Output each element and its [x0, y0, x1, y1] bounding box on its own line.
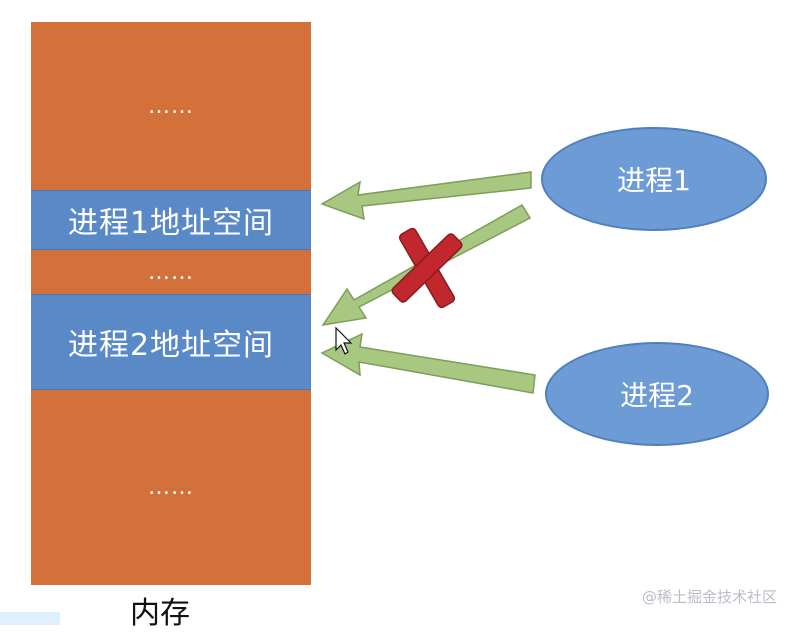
segment-label: …… — [148, 259, 194, 285]
process-label: 进程1 — [617, 164, 691, 197]
memory-segment-other-middle: …… — [31, 250, 311, 294]
memory-segment-process1: 进程1地址空间 — [31, 190, 311, 250]
segment-label: …… — [148, 475, 194, 500]
memory-segment-process2: 进程2地址空间 — [31, 294, 311, 390]
segment-label: 进程1地址空间 — [67, 206, 275, 241]
memory-segment-other-top: …… — [31, 22, 311, 190]
process-2-ellipse: 进程2 — [545, 342, 769, 446]
arrow-process1-to-space1 — [320, 171, 532, 221]
process-1-ellipse: 进程1 — [541, 127, 767, 231]
deny-x-icon — [391, 227, 463, 309]
corner-highlight — [0, 612, 60, 625]
watermark: @稀土掘金技术社区 — [641, 588, 777, 606]
mouse-cursor-icon — [335, 326, 353, 355]
process-label: 进程2 — [620, 379, 694, 412]
segment-label: 进程2地址空间 — [67, 328, 275, 363]
memory-segment-other-bottom: …… — [31, 390, 311, 585]
arrow-process2-to-space2 — [320, 332, 536, 394]
memory-column: …… 进程1地址空间 …… 进程2地址空间 …… — [31, 22, 311, 585]
segment-label: …… — [148, 93, 194, 119]
